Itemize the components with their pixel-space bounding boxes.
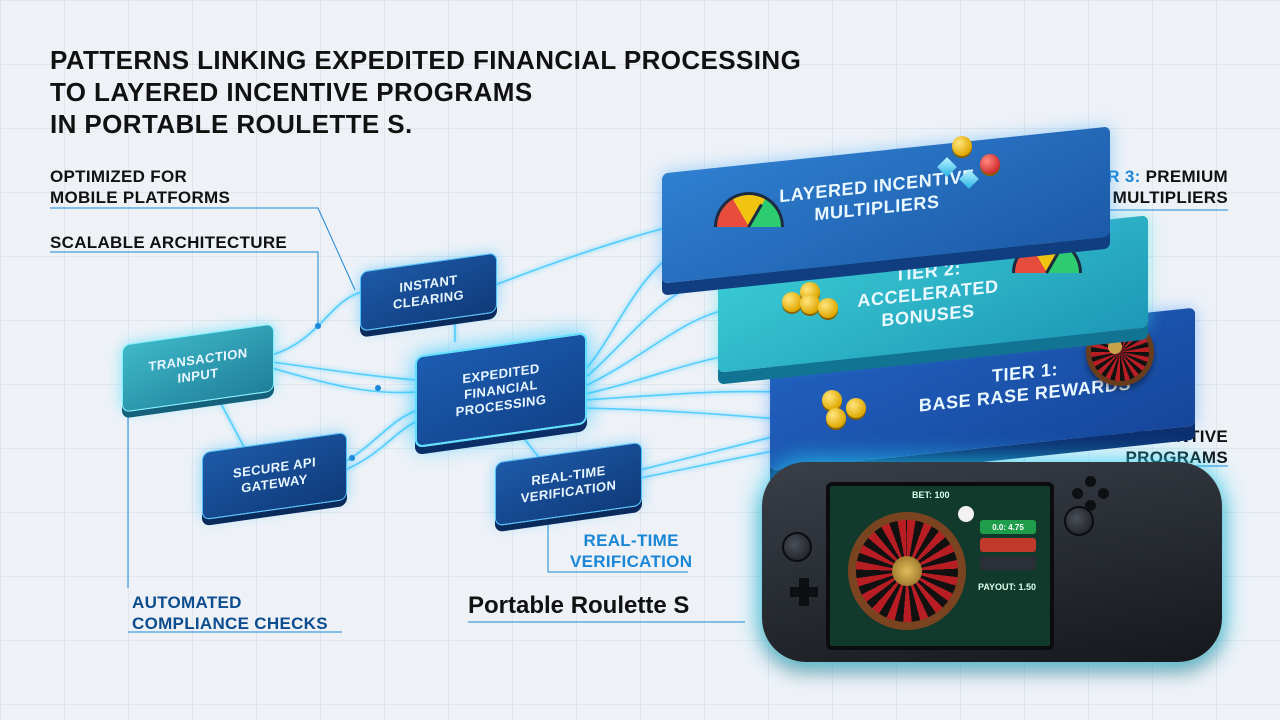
title-line-2: TO LAYERED INCENTIVE PROGRAMS — [50, 77, 533, 107]
face-button — [1085, 476, 1096, 487]
face-button — [1098, 488, 1109, 499]
screen-bet-label: BET: 100 — [912, 490, 950, 500]
note-layered-rest: INCENTIVE — [1129, 427, 1228, 446]
coin-icon — [818, 298, 838, 318]
chip-icon — [980, 154, 1000, 174]
junction-dot-1 — [315, 323, 321, 329]
note-realtime-line-2: VERIFICATION — [570, 552, 693, 571]
wire-gateway-core-2 — [344, 419, 421, 471]
coin-icon — [822, 390, 842, 410]
screen-payout-label: PAYOUT: 1.50 — [978, 582, 1037, 592]
note-compliance-checks: AUTOMATED COMPLIANCE CHECKS — [132, 592, 328, 634]
wire-core-tier-c — [584, 309, 726, 387]
coin-icon — [846, 398, 866, 418]
note-scalable-architecture: SCALABLE ARCHITECTURE — [50, 233, 288, 252]
note-mobile-platforms: OPTIMIZED FOR MOBILE PLATFORMS — [50, 166, 230, 208]
coin-icon — [782, 292, 802, 312]
note-tier3-rest: PREMIUM — [1140, 167, 1228, 186]
screen-bet-pill — [980, 538, 1036, 552]
wire-input-clearing — [271, 291, 363, 356]
note-mobile-line-1: OPTIMIZED FOR — [50, 167, 188, 186]
wire-core-tier-f — [584, 407, 791, 421]
coin-icon — [826, 408, 846, 428]
title-line-1: PATTERNS LINKING EXPEDITED FINANCIAL PRO… — [50, 45, 802, 75]
note-compliance-line-1: AUTOMATED — [132, 593, 242, 612]
leader-scalable — [50, 251, 319, 326]
screen-win-pill: 0.0: 4.75 — [980, 520, 1036, 534]
coin-icon — [800, 294, 820, 314]
dpad-icon — [790, 578, 818, 606]
note-tier3-line-2: MULTIPLIERS — [1112, 188, 1228, 207]
junction-dot-2 — [375, 385, 381, 391]
screen-odds-pill — [980, 556, 1036, 570]
note-mobile-line-2: MOBILE PLATFORMS — [50, 188, 231, 207]
wire-gateway-core-1 — [344, 409, 419, 463]
wire-core-tier-b — [584, 274, 721, 379]
console-screen: BET: 100 0.0: 4.75 PAYOUT: 1.50 — [826, 482, 1054, 650]
page-title: PATTERNS LINKING EXPEDITED FINANCIAL PRO… — [50, 44, 801, 140]
device-name-label: Portable Roulette S — [468, 592, 690, 619]
coin-icon — [952, 136, 972, 156]
wire-input-core-2 — [271, 367, 416, 394]
screen-roulette-wheel — [848, 512, 966, 630]
wire-core-tier-e — [584, 390, 776, 401]
face-button — [1085, 500, 1096, 511]
left-thumbstick — [782, 532, 812, 562]
wire-input-core-1 — [271, 361, 416, 381]
note-realtime-verification: REAL-TIME VERIFICATION — [570, 530, 692, 572]
roulette-ball-icon — [958, 506, 974, 522]
junction-dot-3 — [349, 455, 355, 461]
leader-mobile — [50, 207, 356, 291]
note-tier3-premium: TIER 3: PREMIUM MULTIPLIERS — [1060, 166, 1228, 208]
note-compliance-line-2: COMPLIANCE CHECKS — [132, 614, 328, 633]
note-realtime-line-1: REAL-TIME — [583, 531, 679, 550]
title-line-3: IN PORTABLE ROULETTE S. — [50, 109, 413, 139]
face-button — [1072, 488, 1083, 499]
right-thumbstick — [1064, 506, 1094, 536]
wire-clearing-tier3 — [494, 227, 666, 286]
